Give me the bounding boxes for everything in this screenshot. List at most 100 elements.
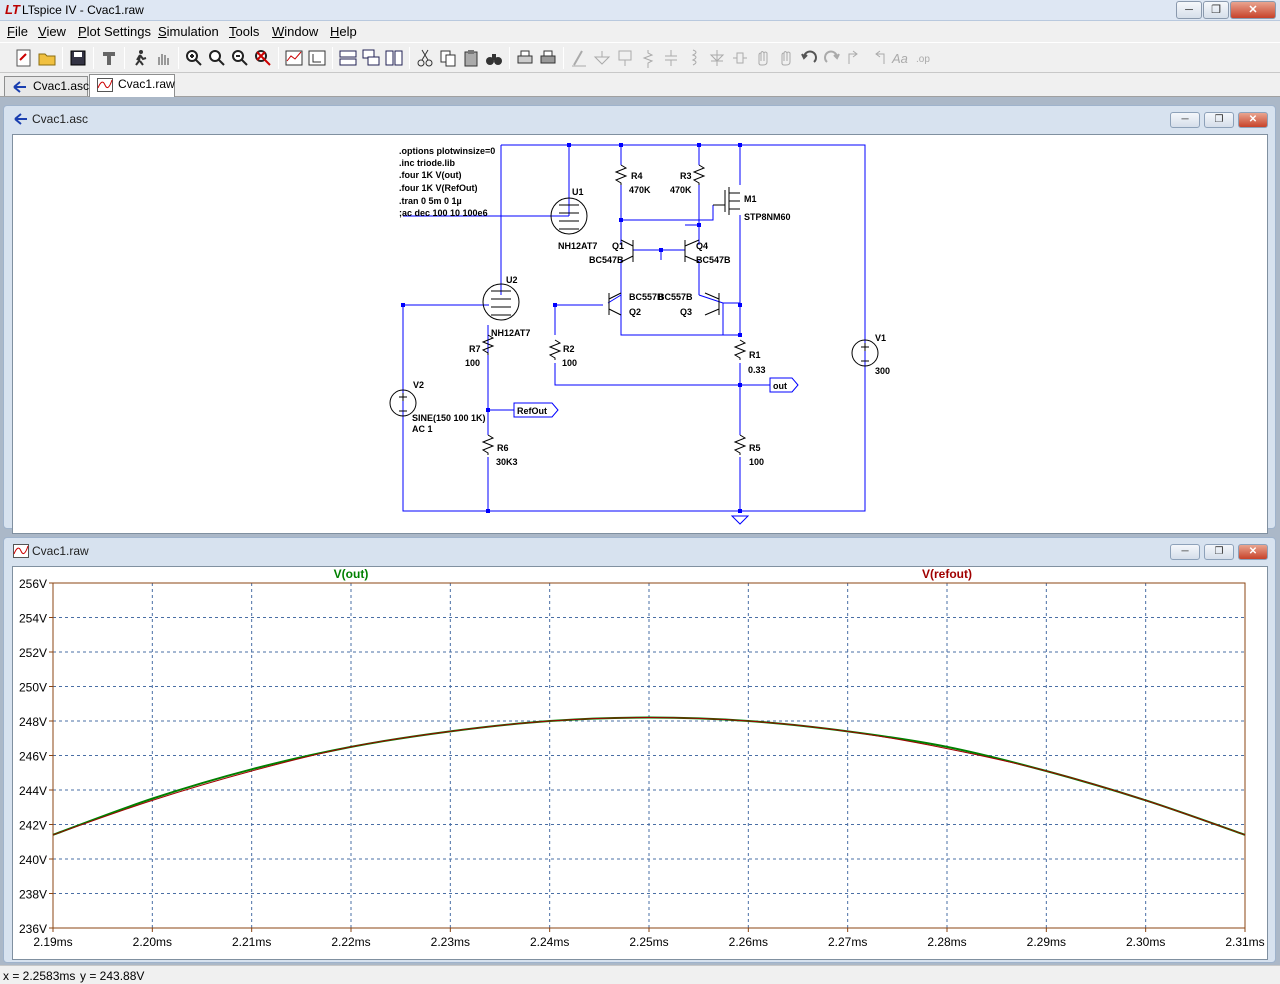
menu-plot-settings[interactable]: Plot Settings	[78, 24, 151, 39]
schematic-canvas[interactable]: RefOut out .options plotwinsize=0 .inc t…	[12, 134, 1268, 534]
zoom-out-icon[interactable]	[230, 48, 250, 68]
r7-name: R7	[469, 344, 481, 354]
menu-simulation[interactable]: Simulation	[158, 24, 219, 39]
waveform-icon	[13, 544, 29, 558]
diode-icon[interactable]	[707, 48, 727, 68]
control-panel-icon[interactable]	[99, 48, 119, 68]
spice-directive-icon[interactable]: .op	[914, 48, 934, 68]
q2-model: BC557B	[629, 292, 664, 302]
schematic-minimize-button[interactable]: ─	[1170, 112, 1200, 128]
x-tick-label: 2.23ms	[431, 935, 470, 949]
cursor-x-readout: x = 2.2583ms	[3, 969, 76, 983]
print-setup-icon[interactable]	[515, 48, 535, 68]
menu-window[interactable]: Window	[272, 24, 319, 39]
v2-ac: AC 1	[412, 424, 433, 434]
pan-icon[interactable]	[207, 48, 227, 68]
text-icon[interactable]: Aa	[891, 48, 911, 68]
q3-name: Q3	[680, 307, 692, 317]
tab-schematic-label: Cvac1.asc	[33, 79, 90, 93]
r3-value: 470K	[670, 185, 692, 195]
trace-label-vout[interactable]: V(out)	[334, 567, 369, 581]
autorange-icon[interactable]	[284, 48, 304, 68]
x-tick-label: 2.30ms	[1126, 935, 1165, 949]
schematic-window-title: Cvac1.asc	[32, 112, 89, 126]
y-tick-label: 240V	[19, 853, 47, 867]
waveform-close-button[interactable]: ✕	[1238, 544, 1268, 560]
print-icon[interactable]	[538, 48, 558, 68]
cursor-y-readout: y = 243.88V	[80, 969, 145, 983]
waveform-icon	[97, 78, 113, 92]
trace-vrefout	[52, 717, 1246, 836]
rotate-icon[interactable]	[845, 48, 865, 68]
cascade-icon[interactable]	[361, 48, 381, 68]
y-tick-label: 250V	[19, 681, 47, 695]
tile-vertical-icon[interactable]	[384, 48, 404, 68]
y-axis-ticks: 256V254V252V250V248V246V244V242V240V238V…	[19, 577, 53, 936]
inductor-icon[interactable]	[684, 48, 704, 68]
undo-icon[interactable]	[799, 48, 819, 68]
menu-help[interactable]: Help	[330, 24, 357, 39]
y-tick-label: 236V	[19, 922, 47, 936]
schematic-restore-button[interactable]: ❐	[1204, 112, 1234, 128]
y-tick-label: 248V	[19, 715, 47, 729]
q4-name: Q4	[696, 241, 708, 251]
close-button[interactable]: ✕	[1230, 1, 1276, 19]
tab-waveform[interactable]: Cvac1.raw	[89, 74, 175, 97]
zoom-in-icon[interactable]	[184, 48, 204, 68]
document-tabs: Cvac1.asc Cvac1.raw	[0, 73, 1280, 97]
u2-name: U2	[506, 275, 518, 285]
label-net-icon[interactable]	[615, 48, 635, 68]
halt-icon[interactable]	[153, 48, 173, 68]
ground-symbol	[730, 515, 750, 525]
junction-dots	[401, 143, 742, 513]
x-tick-label: 2.29ms	[1027, 935, 1066, 949]
r7-value: 100	[465, 358, 480, 368]
save-icon[interactable]	[68, 48, 88, 68]
y-tick-label: 244V	[19, 784, 47, 798]
redo-icon[interactable]	[822, 48, 842, 68]
manual-limits-icon[interactable]	[307, 48, 327, 68]
q2-name: Q2	[629, 307, 641, 317]
run-icon[interactable]	[130, 48, 150, 68]
ground-icon[interactable]	[592, 48, 612, 68]
y-tick-label: 246V	[19, 750, 47, 764]
menu-tools[interactable]: Tools	[229, 24, 260, 39]
tab-schematic[interactable]: Cvac1.asc	[4, 76, 90, 96]
y-tick-label: 242V	[19, 819, 47, 833]
drag-icon[interactable]	[776, 48, 796, 68]
capacitor-icon[interactable]	[661, 48, 681, 68]
mirror-icon[interactable]	[868, 48, 888, 68]
new-schematic-icon[interactable]	[14, 48, 34, 68]
cut-icon[interactable]	[415, 48, 435, 68]
u2-model: NH12AT7	[491, 328, 530, 338]
open-folder-icon[interactable]	[37, 48, 57, 68]
x-tick-label: 2.26ms	[729, 935, 768, 949]
q1-model: BC547B	[589, 255, 624, 265]
paste-icon[interactable]	[461, 48, 481, 68]
directive-line: .four 1K V(RefOut)	[399, 183, 478, 193]
r2-value: 100	[562, 358, 577, 368]
waveform-restore-button[interactable]: ❐	[1204, 544, 1234, 560]
move-icon[interactable]	[753, 48, 773, 68]
copy-icon[interactable]	[438, 48, 458, 68]
minimize-button[interactable]: ─	[1176, 1, 1202, 19]
m1-model: STP8NM60	[744, 212, 791, 222]
draw-wire-icon[interactable]	[569, 48, 589, 68]
y-tick-label: 256V	[19, 577, 47, 591]
q1-name: Q1	[612, 241, 624, 251]
trace-label-vrefout[interactable]: V(refout)	[922, 567, 972, 581]
restore-button[interactable]: ❐	[1203, 1, 1229, 19]
find-icon[interactable]	[484, 48, 504, 68]
waveform-minimize-button[interactable]: ─	[1170, 544, 1200, 560]
schematic-window: Cvac1.asc ─ ❐ ✕	[3, 105, 1276, 534]
schematic-close-button[interactable]: ✕	[1238, 112, 1268, 128]
component-icon[interactable]	[730, 48, 750, 68]
tile-horizontal-icon[interactable]	[338, 48, 358, 68]
menu-view[interactable]: View	[38, 24, 66, 39]
menu-file[interactable]: File	[7, 24, 28, 39]
resistor-icon[interactable]	[638, 48, 658, 68]
schematic-drawing[interactable]: RefOut out .options plotwinsize=0 .inc t…	[13, 135, 1267, 533]
zoom-fit-icon[interactable]	[253, 48, 273, 68]
waveform-chart[interactable]: 256V254V252V250V248V246V244V242V240V238V…	[13, 567, 1267, 959]
